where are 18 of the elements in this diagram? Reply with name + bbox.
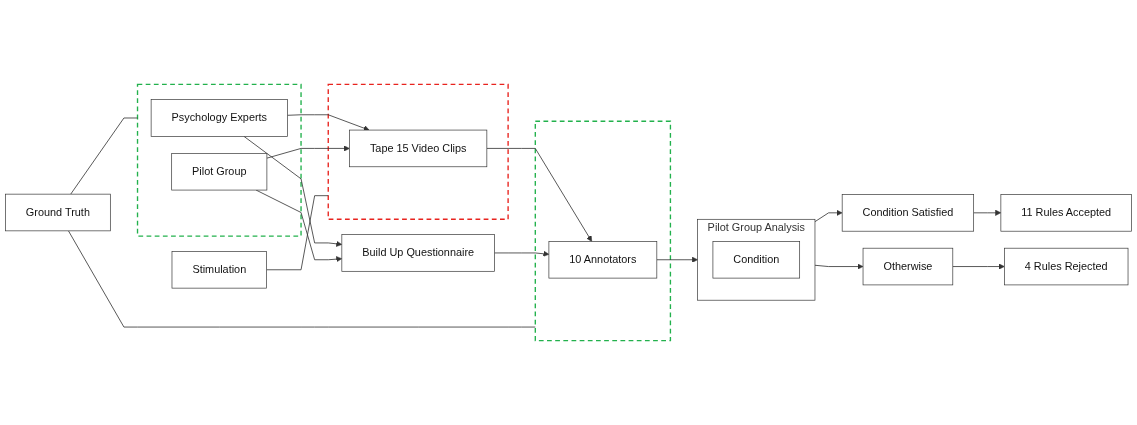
node-box: Condition Satisfied — [841, 194, 974, 232]
connector — [266, 195, 329, 271]
node-box: Ground Truth — [5, 193, 111, 232]
node-box: Build Up Questionnaire — [341, 234, 495, 272]
node-box: Psychology Experts — [150, 99, 288, 137]
node-box: Otherwise — [862, 247, 954, 286]
cluster — [534, 120, 672, 342]
node-box: Condition — [712, 241, 800, 279]
node-box: Pilot Group — [171, 153, 268, 191]
node-box: 11 Rules Accepted — [1000, 194, 1132, 232]
node-box: 4 Rules Rejected — [1004, 247, 1129, 286]
connector — [68, 230, 536, 328]
node-box: 10 Annotators — [548, 241, 658, 279]
cluster — [327, 83, 509, 220]
node-box: Stimulation — [171, 251, 267, 289]
connector — [70, 117, 138, 195]
cluster — [136, 83, 302, 237]
node-box: Tape 15 Video Clips — [349, 129, 488, 168]
